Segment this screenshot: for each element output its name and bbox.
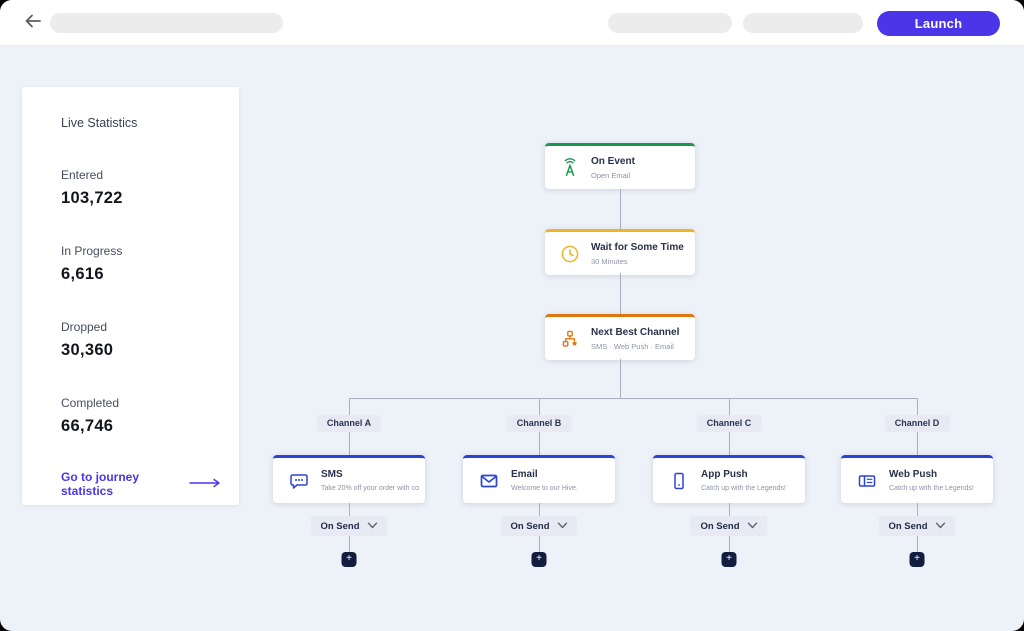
- sms-icon: [287, 469, 311, 493]
- node-sms[interactable]: SMS Take 20% off your order with code ..…: [273, 455, 425, 503]
- node-title: Next Best Channel: [591, 326, 680, 338]
- on-send-label: On Send: [320, 520, 360, 532]
- connector-line: [728, 503, 730, 516]
- action-skeleton-2: [743, 13, 863, 33]
- connector-line: [348, 503, 350, 516]
- connector-line: [348, 536, 350, 552]
- node-email[interactable]: Email Welcome to our Hive.: [463, 455, 615, 503]
- back-button[interactable]: [22, 12, 44, 34]
- chevron-down-icon: [557, 521, 568, 532]
- live-statistics-panel: Live Statistics Entered 103,722 In Progr…: [22, 87, 239, 505]
- launch-button[interactable]: Launch: [877, 11, 1000, 36]
- channel-c-label: Channel C: [696, 415, 762, 432]
- arrow-left-icon: [23, 11, 43, 36]
- on-send-label: On Send: [888, 520, 928, 532]
- add-step-button[interactable]: +: [531, 552, 547, 567]
- connector-line: [728, 432, 730, 455]
- node-subtitle: Welcome to our Hive.: [511, 484, 578, 492]
- arrow-right-icon: [189, 477, 221, 491]
- channel-a-label: Channel A: [316, 415, 382, 432]
- connector-line: [348, 398, 350, 415]
- on-send-dropdown[interactable]: On Send: [690, 516, 768, 536]
- stat-value: 30,360: [61, 341, 114, 359]
- node-next-best-channel[interactable]: Next Best Channel SMS · Web Push · Email: [545, 314, 695, 360]
- on-send-label: On Send: [510, 520, 550, 532]
- chevron-down-icon: [935, 521, 946, 532]
- node-wait[interactable]: Wait for Some Time 30 Minutes: [545, 229, 695, 275]
- connector-line: [916, 536, 918, 552]
- connector-line: [538, 432, 540, 455]
- node-title: Email: [511, 468, 538, 480]
- stat-label: In Progress: [61, 244, 123, 258]
- app-push-icon: [667, 469, 691, 493]
- on-send-dropdown[interactable]: On Send: [878, 516, 956, 536]
- web-push-icon: [855, 469, 879, 493]
- node-title: Web Push: [889, 468, 938, 480]
- node-title: App Push: [701, 468, 748, 480]
- stat-in-progress: In Progress 6,616: [61, 244, 221, 283]
- node-app-push[interactable]: App Push Catch up with the Legends!: [653, 455, 805, 503]
- channel-d-label: Channel D: [884, 415, 950, 432]
- clock-icon: [559, 243, 581, 265]
- stat-label: Completed: [61, 396, 120, 410]
- connector-line: [348, 432, 350, 455]
- stat-value: 66,746: [61, 417, 114, 435]
- node-subtitle: 30 Minutes: [591, 256, 628, 266]
- node-on-event[interactable]: On Event Open Email: [545, 143, 695, 189]
- on-send-dropdown[interactable]: On Send: [310, 516, 388, 536]
- node-subtitle: Take 20% off your order with code ...: [321, 484, 419, 492]
- stat-entered: Entered 103,722: [61, 168, 221, 207]
- connector-line: [619, 189, 621, 229]
- chevron-down-icon: [367, 521, 378, 532]
- journey-name-skeleton: [50, 13, 283, 33]
- stat-label: Entered: [61, 168, 104, 182]
- connector-line: [619, 359, 621, 398]
- broadcast-icon: [559, 157, 581, 179]
- on-send-dropdown[interactable]: On Send: [500, 516, 578, 536]
- connector-line: [538, 398, 540, 415]
- connector-line: [728, 398, 730, 415]
- add-step-button[interactable]: +: [341, 552, 357, 567]
- node-title: On Event: [591, 155, 635, 167]
- link-label: Go to journey statistics: [61, 470, 139, 498]
- add-step-button[interactable]: +: [909, 552, 925, 567]
- stat-dropped: Dropped 30,360: [61, 320, 221, 359]
- node-title: Wait for Some Time: [591, 241, 684, 253]
- chevron-down-icon: [747, 521, 758, 532]
- channel-b-label: Channel B: [506, 415, 572, 432]
- node-subtitle: Open Email: [591, 170, 631, 180]
- action-skeleton-1: [608, 13, 732, 33]
- connector-line: [916, 503, 918, 516]
- connector-line: [538, 503, 540, 516]
- hierarchy-star-icon: [559, 328, 581, 350]
- email-icon: [477, 469, 501, 493]
- journey-statistics-link[interactable]: Go to journey statistics: [61, 470, 221, 498]
- topbar: Launch: [0, 0, 1024, 46]
- connector-line: [916, 398, 918, 415]
- connector-line: [916, 432, 918, 455]
- stat-value: 6,616: [61, 265, 104, 283]
- connector-line: [349, 398, 917, 399]
- node-subtitle: SMS · Web Push · Email: [591, 341, 674, 351]
- node-subtitle: Catch up with the Legends!: [701, 484, 786, 492]
- connector-line: [619, 273, 621, 314]
- stat-completed: Completed 66,746: [61, 396, 221, 435]
- connector-line: [728, 536, 730, 552]
- on-send-label: On Send: [700, 520, 740, 532]
- stat-label: Dropped: [61, 320, 108, 334]
- add-step-button[interactable]: +: [721, 552, 737, 567]
- stat-value: 103,722: [61, 189, 123, 207]
- node-subtitle: Catch up with the Legends!: [889, 484, 974, 492]
- node-title: SMS: [321, 468, 343, 480]
- node-web-push[interactable]: Web Push Catch up with the Legends!: [841, 455, 993, 503]
- connector-line: [538, 536, 540, 552]
- panel-title: Live Statistics: [61, 116, 138, 130]
